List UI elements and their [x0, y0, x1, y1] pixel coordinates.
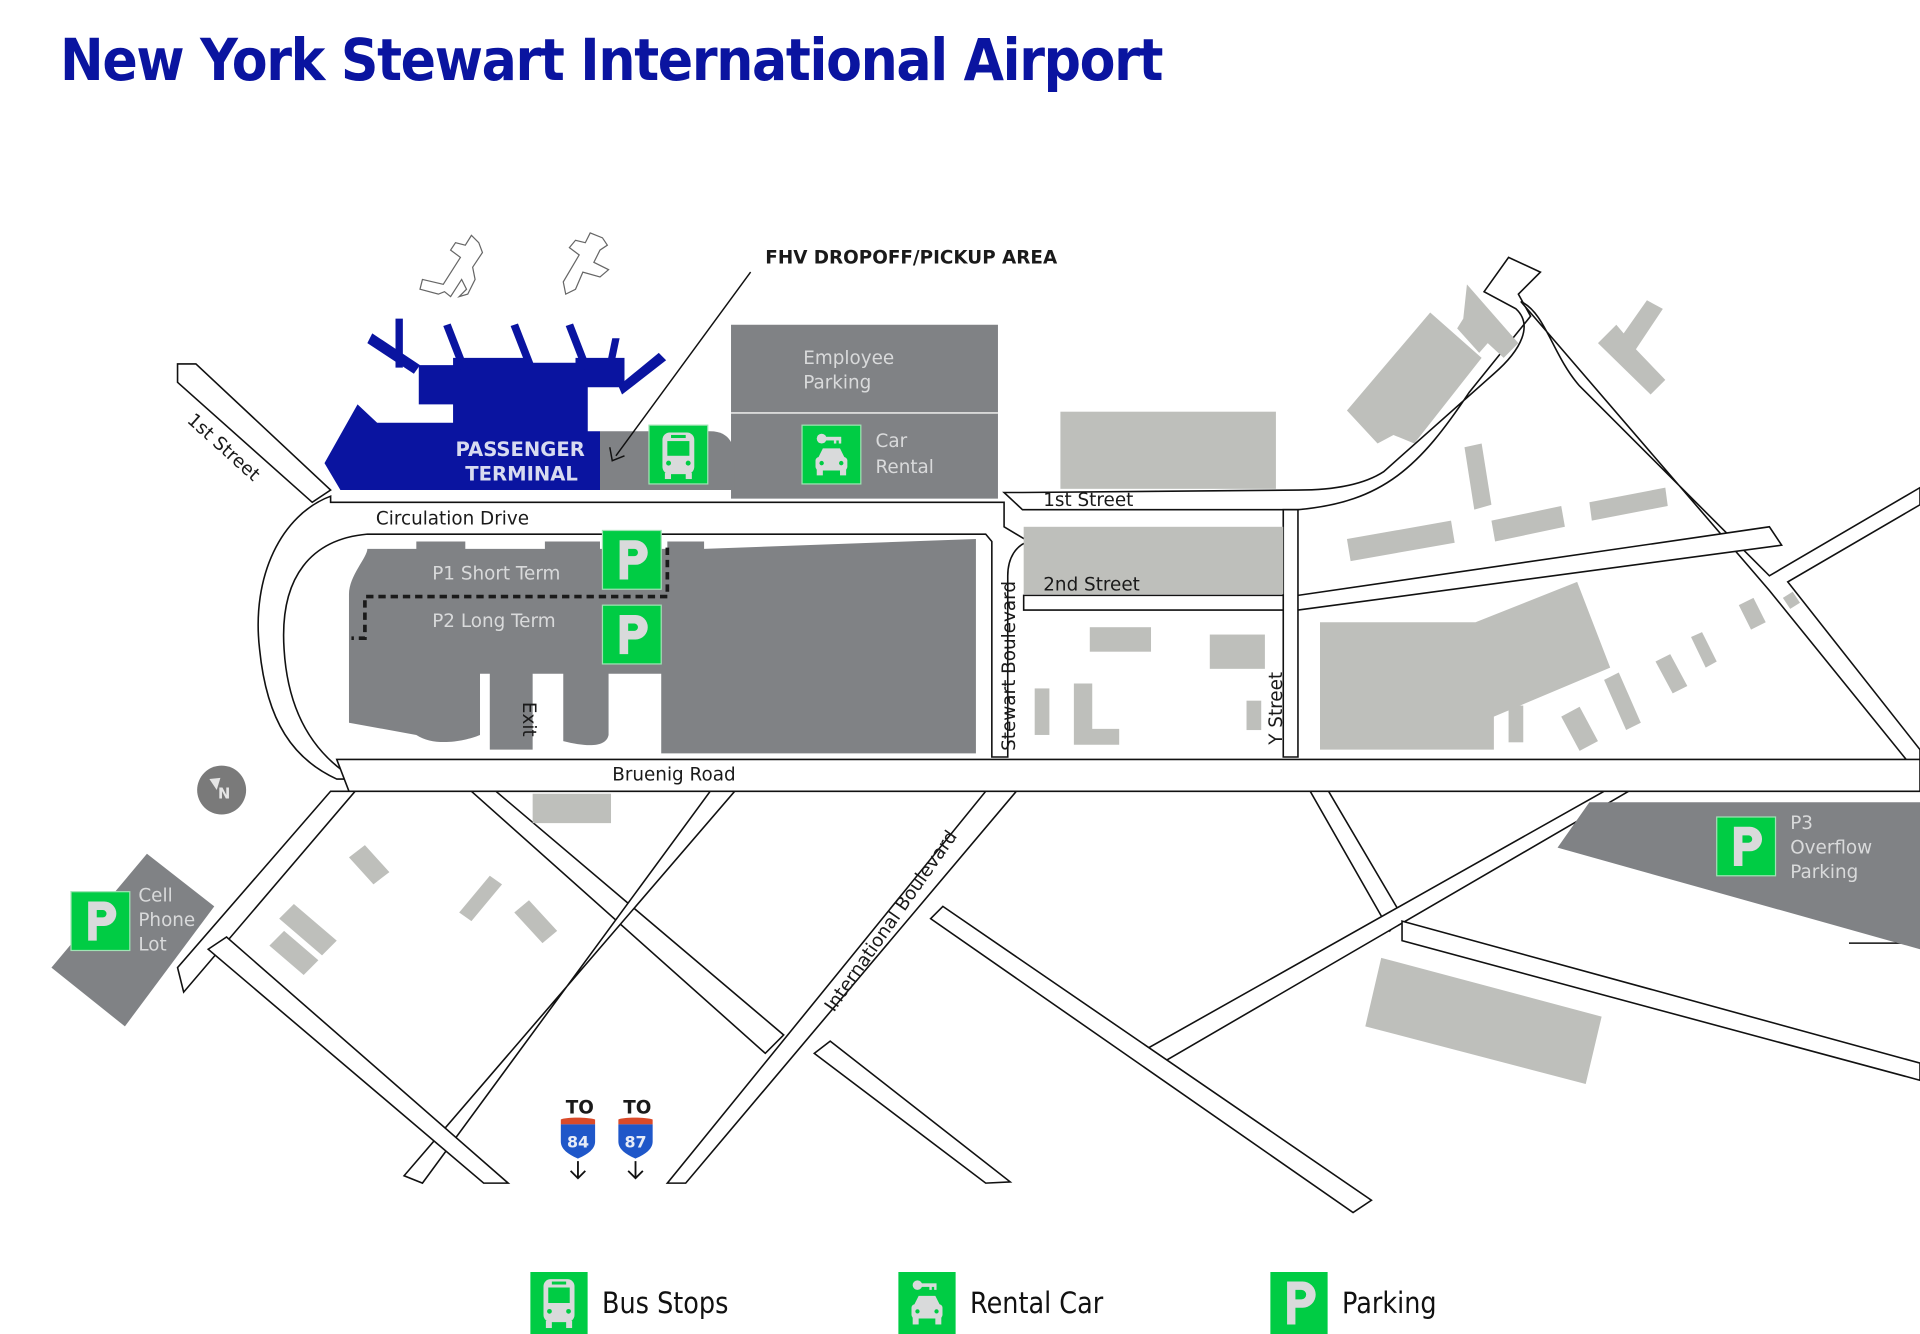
svg-text:N: N — [218, 786, 230, 803]
walkway-path — [351, 547, 670, 641]
interstate-87-shield: TO 87 — [618, 1097, 653, 1180]
airplane-icon — [562, 232, 610, 296]
svg-text:TO: TO — [623, 1097, 651, 1118]
road-label-1st-street: 1st Street — [1043, 490, 1133, 511]
rental-car-icon[interactable] — [801, 424, 862, 485]
road-label-circulation-drive: Circulation Drive — [376, 508, 529, 529]
employee-parking-label: Parking — [803, 372, 871, 393]
p2-label: P2 Long Term — [432, 611, 555, 632]
legend-label: Bus Stops — [602, 1286, 729, 1320]
p1-parking-icon[interactable] — [601, 529, 662, 590]
legend-item-rental-car: Rental Car — [898, 1272, 1121, 1334]
terminal-label: TERMINAL — [465, 462, 578, 485]
bus-stop-icon[interactable] — [648, 424, 709, 485]
svg-text:87: 87 — [624, 1133, 646, 1152]
cell-lot-parking-icon[interactable] — [70, 891, 131, 952]
svg-text:84: 84 — [567, 1133, 589, 1152]
p3-label: P3 — [1790, 813, 1813, 834]
p3-parking-icon[interactable] — [1716, 816, 1777, 877]
legend-item-bus-stops: Bus Stops — [530, 1272, 746, 1334]
airplane-icon — [419, 234, 484, 298]
page-title: New York Stewart International Airport — [60, 26, 1163, 94]
terminal-label: PASSENGER — [456, 438, 585, 461]
fhv-callout-label: FHV DROPOFF/PICKUP AREA — [765, 248, 1058, 269]
interstate-84-shield: TO 84 — [560, 1097, 596, 1180]
p3-label: Parking — [1790, 862, 1858, 883]
legend-label: Rental Car — [970, 1286, 1104, 1320]
road-label-stewart-blvd: Stewart Boulevard — [999, 581, 1020, 751]
p2-parking-icon[interactable] — [601, 604, 662, 665]
p1-label: P1 Short Term — [432, 563, 560, 584]
cell-lot-label: Lot — [138, 934, 166, 955]
svg-text:TO: TO — [566, 1097, 594, 1118]
car-rental-label: Rental — [876, 457, 934, 478]
north-arrow-icon: N — [197, 765, 247, 815]
cell-lot-label: Cell — [138, 885, 172, 906]
map-legend: Bus Stops Rental Car Parking — [530, 1272, 1530, 1334]
car-rental-label: Car — [876, 431, 908, 452]
passenger-terminal — [324, 318, 667, 491]
fhv-callout-line — [615, 271, 752, 457]
employee-parking-label: Employee — [803, 348, 894, 369]
road-label-y-street: Y Street — [1266, 672, 1287, 746]
road-network — [176, 256, 1920, 1214]
cell-lot-label: Phone — [138, 910, 195, 931]
buildings — [269, 284, 1800, 1084]
legend-label: Parking — [1342, 1286, 1437, 1320]
parking-icon — [1270, 1272, 1328, 1334]
road-label-bruenig-road: Bruenig Road — [612, 764, 735, 785]
road-label-exit: Exit — [518, 702, 539, 737]
bus-icon — [530, 1272, 588, 1334]
rental-car-icon — [898, 1272, 956, 1334]
parking-lots — [51, 324, 1920, 1027]
legend-item-parking: Parking — [1270, 1272, 1450, 1334]
road-label-2nd-street: 2nd Street — [1043, 574, 1140, 595]
p3-label: Overflow — [1790, 838, 1872, 859]
